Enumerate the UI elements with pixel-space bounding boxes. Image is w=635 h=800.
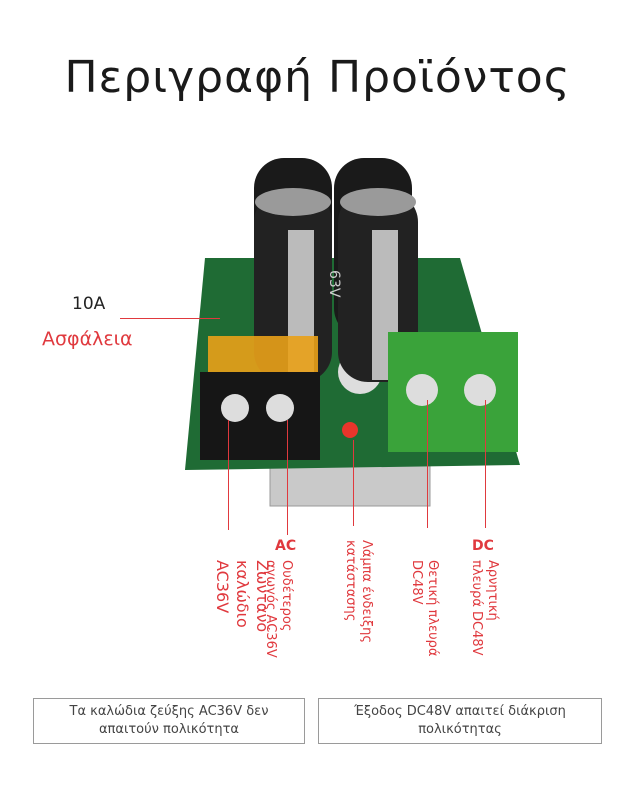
status-led-label: Λάμπα ένδειξης κατάστασης (343, 540, 374, 644)
live-wire-label: Ζωντανό καλώδιο AC36V (213, 560, 272, 633)
ac-label: AC (275, 538, 297, 554)
capacitor-bank: 63V (254, 158, 418, 382)
product-photo: 63V (185, 158, 520, 507)
positive-side-label: Θετική πλευρά DC48V (409, 560, 440, 657)
note-ac-polarity: Τα καλώδια ζεύξης AC36V δεν απαιτούν πολ… (33, 698, 305, 744)
capacitor-marking: 63V (326, 270, 342, 298)
dc-label: DC (472, 538, 494, 554)
neutral-wire-label: Ουδέτερος αγωγός AC36V (263, 560, 294, 658)
negative-side-label: Αρνητική πλευρά DC48V (469, 560, 500, 656)
page-title: Περιγραφή Προϊόντος (64, 52, 571, 103)
note-dc-polarity: Έξοδος DC48V απαιτεί διάκριση πολικότητα… (318, 698, 602, 744)
fuse-rating-label: 10A (72, 294, 106, 314)
fuse-name-label: Ασφάλεια (42, 328, 133, 350)
